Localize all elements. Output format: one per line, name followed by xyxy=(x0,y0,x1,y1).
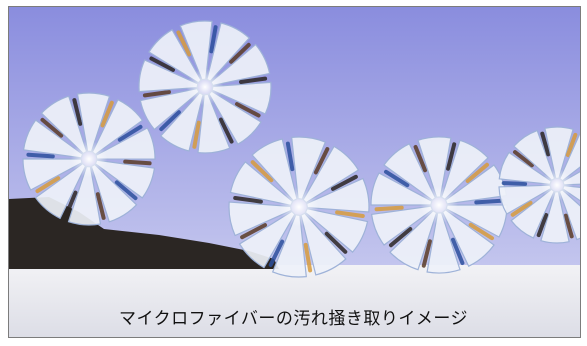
microfiber-strand-icon xyxy=(22,92,156,226)
microfiber-strand-icon xyxy=(138,20,272,154)
caption-text: マイクロファイバーの汚れ掻き取りイメージ xyxy=(119,309,468,329)
microfiber-strand-icon xyxy=(370,136,508,274)
microfiber-strand-icon xyxy=(228,136,370,278)
microfiber-strand-icon xyxy=(498,126,580,244)
microfiber-illustration xyxy=(8,6,581,338)
